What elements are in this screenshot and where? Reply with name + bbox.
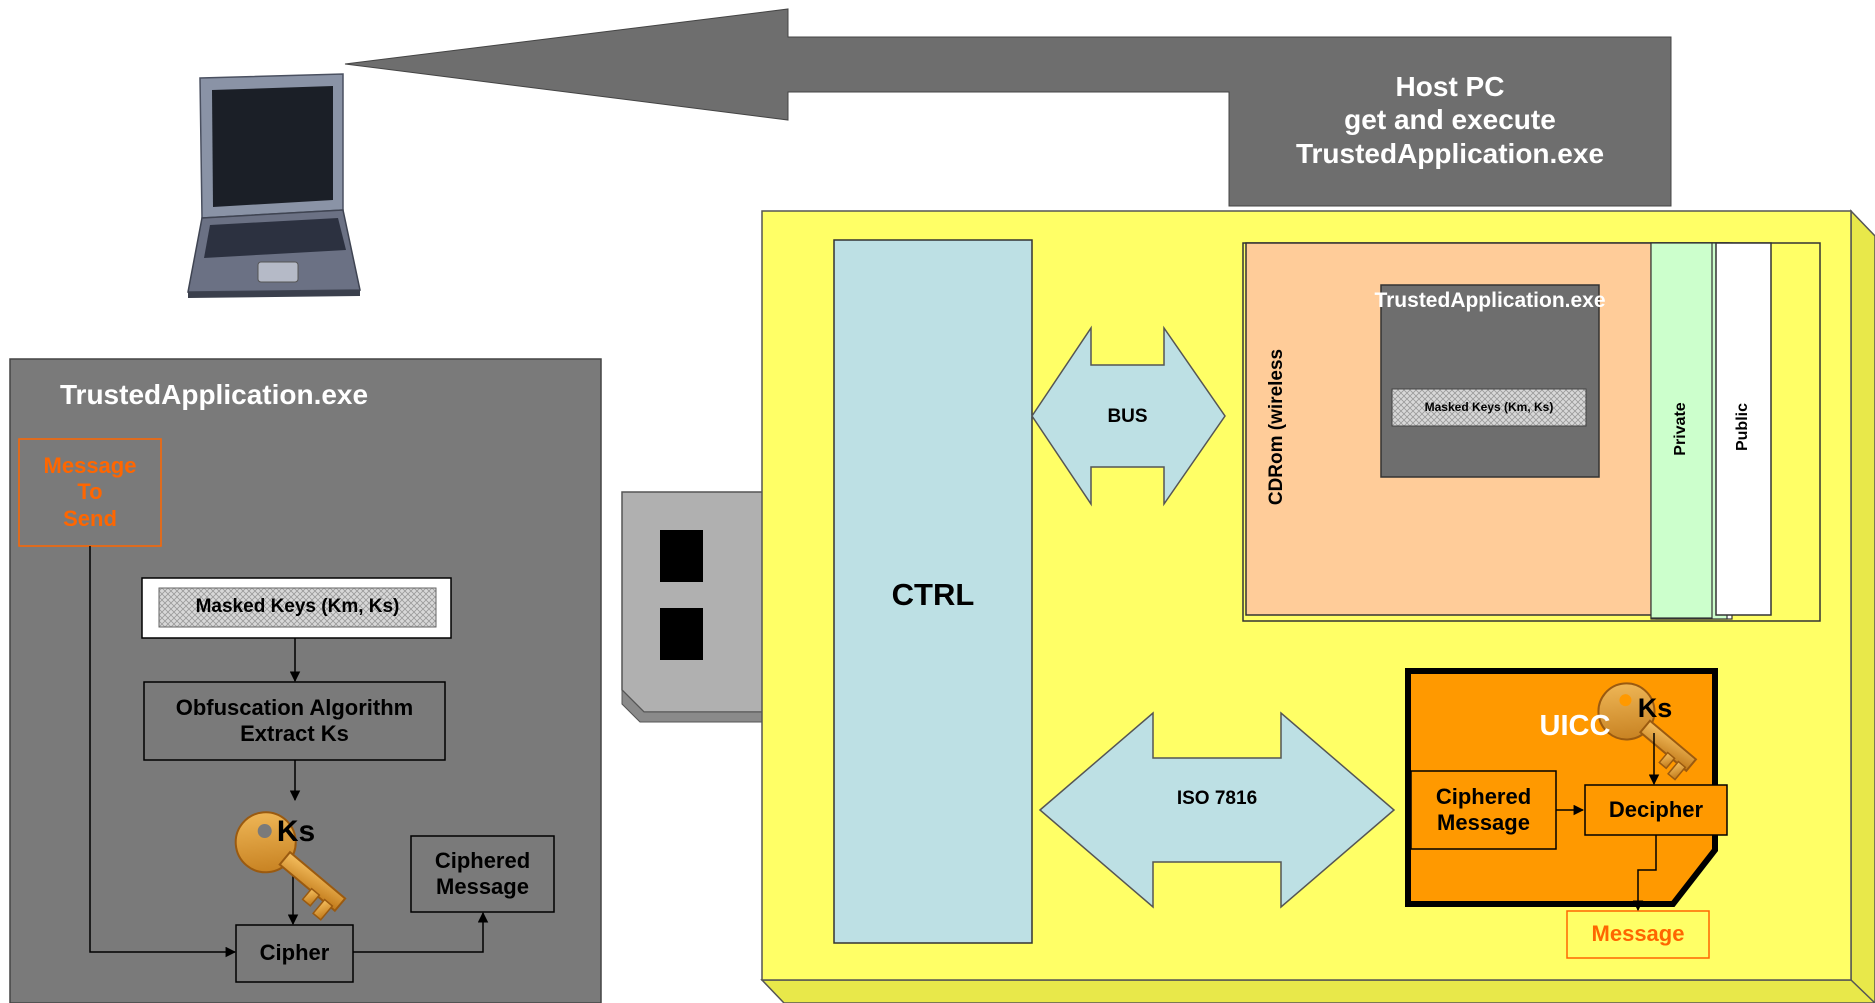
ciphered-message-label-right: Ciphered Message bbox=[1411, 771, 1556, 849]
ciphered-message-right-line1: Ciphered bbox=[1436, 784, 1531, 810]
message-output-label: Message bbox=[1567, 911, 1709, 958]
decipher-label: Decipher bbox=[1585, 785, 1727, 835]
laptop-icon bbox=[188, 74, 360, 298]
message-to-send-line1: Message bbox=[44, 453, 137, 479]
bus-label: BUS bbox=[1091, 402, 1164, 432]
ciphered-message-label-left: Ciphered Message bbox=[411, 836, 554, 912]
obfuscation-line2: Extract Ks bbox=[240, 721, 349, 747]
ciphered-message-left-line2: Message bbox=[436, 874, 529, 900]
trusted-app-label-inner: TrustedApplication.exe bbox=[1340, 286, 1640, 316]
key-label-right: Ks bbox=[1627, 688, 1683, 728]
usb-connector bbox=[622, 492, 763, 722]
host-pc-line3: TrustedApplication.exe bbox=[1296, 137, 1604, 171]
ciphered-message-right-line2: Message bbox=[1437, 810, 1530, 836]
host-pc-line1: Host PC bbox=[1396, 70, 1505, 104]
obfuscation-label: Obfuscation Algorithm Extract Ks bbox=[144, 682, 445, 760]
key-label-left: Ks bbox=[268, 812, 324, 852]
message-to-send-line3: Send bbox=[63, 506, 117, 532]
cipher-label: Cipher bbox=[236, 925, 353, 982]
public-label: Public bbox=[1731, 377, 1755, 477]
ciphered-message-left-line1: Ciphered bbox=[435, 848, 530, 874]
message-to-send-line2: To bbox=[77, 479, 102, 505]
ctrl-label: CTRL bbox=[834, 570, 1032, 620]
masked-keys-label-right: Masked Keys (Km, Ks) bbox=[1392, 389, 1586, 426]
private-label: Private bbox=[1669, 379, 1693, 479]
uicc-label: UICC bbox=[1520, 704, 1630, 749]
masked-keys-label-left: Masked Keys (Km, Ks) bbox=[159, 588, 436, 627]
obfuscation-line1: Obfuscation Algorithm bbox=[176, 695, 414, 721]
cdrom-label: CDRom (wireless bbox=[1265, 337, 1289, 517]
host-pc-line2: get and execute bbox=[1344, 103, 1556, 137]
host-pc-label: Host PC get and execute TrustedApplicati… bbox=[1229, 60, 1671, 180]
message-to-send-label: Message To Send bbox=[19, 444, 161, 541]
iso-label: ISO 7816 bbox=[1153, 784, 1281, 814]
left-panel-title: TrustedApplication.exe bbox=[60, 375, 440, 415]
